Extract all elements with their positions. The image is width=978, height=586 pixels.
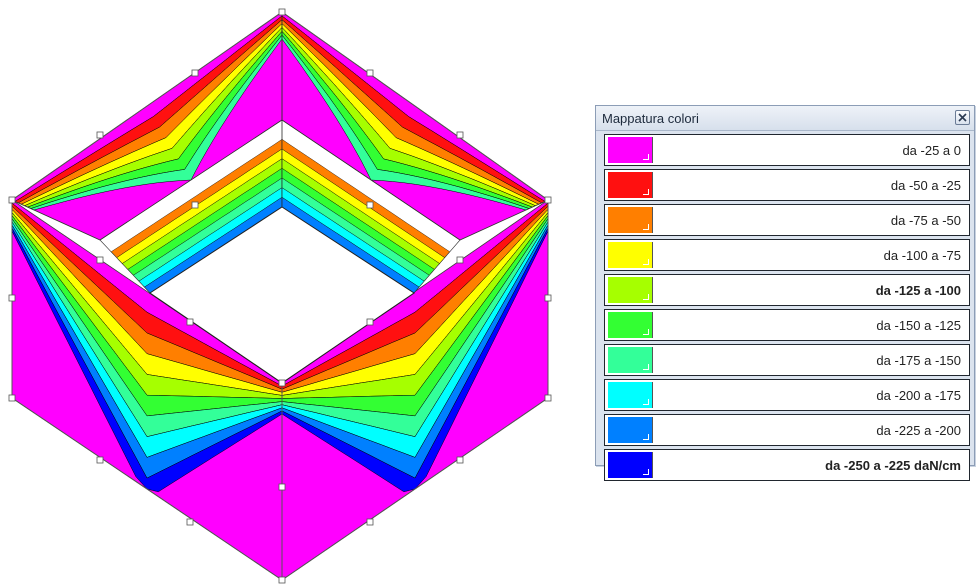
node-marker (456, 456, 464, 464)
node-marker (278, 379, 286, 387)
node-marker (8, 196, 16, 204)
node-marker (456, 256, 464, 264)
legend-label: da -250 a -225 daN/cm (825, 458, 961, 473)
node-marker (278, 8, 286, 16)
legend-label: da -50 a -25 (890, 178, 961, 193)
window-title: Mappatura colori (602, 111, 699, 126)
swatch-corner-mark (643, 189, 649, 195)
legend-label: da -150 a -125 (876, 318, 961, 333)
node-marker (366, 69, 374, 77)
node-marker (186, 518, 194, 526)
swatch-corner-mark (643, 469, 649, 475)
node-marker (96, 456, 104, 464)
node-marker (544, 196, 552, 204)
node-marker (96, 131, 104, 139)
node-marker (8, 294, 16, 302)
node-marker (186, 318, 194, 326)
close-icon[interactable] (955, 110, 970, 125)
swatch-corner-mark (643, 434, 649, 440)
legend-label: da -175 a -150 (876, 353, 961, 368)
node-marker (544, 394, 552, 402)
legend-label: da -225 a -200 (876, 423, 961, 438)
legend-row[interactable]: da -200 a -175 (604, 379, 970, 411)
legend-row[interactable]: da -50 a -25 (604, 169, 970, 201)
legend-row[interactable]: da -125 a -100 (604, 274, 970, 306)
color-swatch[interactable] (608, 452, 653, 478)
legend-label: da -75 a -50 (890, 213, 961, 228)
structure-edge (281, 11, 549, 201)
legend-label: da -125 a -100 (875, 283, 961, 298)
swatch-corner-mark (643, 259, 649, 265)
color-swatch[interactable] (608, 207, 653, 233)
legend-row[interactable]: da -150 a -125 (604, 309, 970, 341)
legend-label: da -200 a -175 (876, 388, 961, 403)
legend-row[interactable]: da -100 a -75 (604, 239, 970, 271)
node-marker (191, 69, 199, 77)
node-marker (278, 483, 286, 491)
swatch-corner-mark (643, 224, 649, 230)
legend-row[interactable]: da -75 a -50 (604, 204, 970, 236)
node-marker (96, 256, 104, 264)
legend-row[interactable]: da -250 a -225 daN/cm (604, 449, 970, 481)
legend-row[interactable]: da -25 a 0 (604, 134, 970, 166)
swatch-corner-mark (643, 329, 649, 335)
node-marker (366, 318, 374, 326)
legend-row[interactable]: da -175 a -150 (604, 344, 970, 376)
color-swatch[interactable] (608, 347, 653, 373)
swatch-corner-mark (643, 364, 649, 370)
legend-label: da -25 a 0 (902, 143, 961, 158)
color-swatch[interactable] (608, 312, 653, 338)
color-swatch[interactable] (608, 242, 653, 268)
node-marker (544, 294, 552, 302)
node-marker (366, 201, 374, 209)
node-marker (191, 201, 199, 209)
structure-edge (281, 397, 549, 581)
node-marker (456, 131, 464, 139)
swatch-corner-mark (643, 294, 649, 300)
structure-edge (11, 11, 283, 201)
node-marker (278, 576, 286, 584)
swatch-corner-mark (643, 154, 649, 160)
color-swatch[interactable] (608, 417, 653, 443)
legend-list: da -25 a 0 da -50 a -25 da -75 a -50 da -10… (604, 134, 970, 484)
structure-edge (11, 397, 283, 581)
swatch-corner-mark (643, 399, 649, 405)
legend-label: da -100 a -75 (883, 248, 961, 263)
color-swatch[interactable] (608, 137, 653, 163)
structure-contour-view[interactable] (0, 0, 580, 586)
node-marker (366, 518, 374, 526)
legend-row[interactable]: da -225 a -200 (604, 414, 970, 446)
color-swatch[interactable] (608, 277, 653, 303)
color-swatch[interactable] (608, 382, 653, 408)
color-swatch[interactable] (608, 172, 653, 198)
node-marker (8, 394, 16, 402)
window-titlebar[interactable]: Mappatura colori (596, 106, 974, 131)
